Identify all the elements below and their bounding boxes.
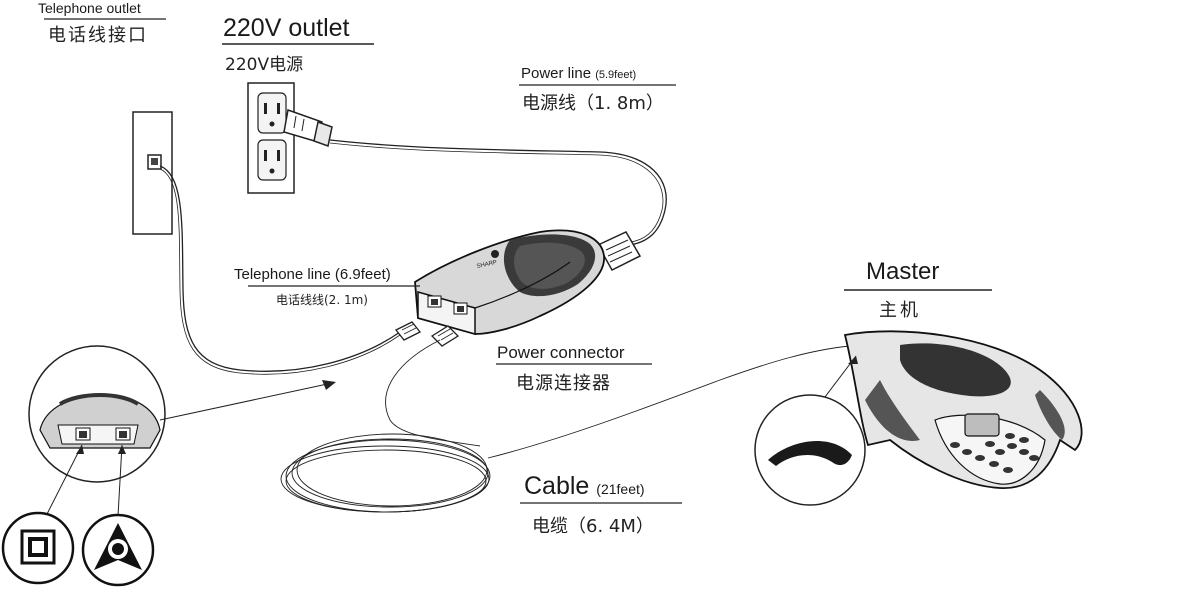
- cable-label-cn: 电缆（6. 4M）: [532, 516, 654, 537]
- telephone-line-label-cn: 电话线线(2. 1m): [276, 293, 368, 307]
- power-connector-plug: [596, 231, 642, 271]
- power-line-label-cn: 电源线（1. 8m）: [522, 93, 664, 114]
- cable-label: Cable (21feet): [524, 472, 645, 501]
- power-connector-label: Power connector: [497, 343, 625, 362]
- rj11-plug: [394, 321, 422, 341]
- telephone-line-cable: [159, 165, 401, 372]
- svg-text:SHARP: SHARP: [476, 260, 497, 270]
- master-conference-phone: [843, 330, 1083, 489]
- conference-phone-icon: [81, 513, 155, 587]
- power-line-label: Power line (5.9feet): [521, 65, 636, 82]
- power-connector-label-cn: 电源连接器: [516, 373, 611, 394]
- connection-box: SHARP: [414, 229, 605, 335]
- power-line-label-text: Power line: [521, 65, 592, 82]
- power-plug: [283, 108, 333, 147]
- box-rear-callout: [28, 345, 336, 483]
- cable-length: (21feet): [596, 481, 645, 497]
- outlet-220v-label-cn: 220V电源: [225, 55, 304, 75]
- cable-label-text: Cable: [524, 472, 590, 500]
- power-line-length: (5.9feet): [595, 69, 637, 81]
- power-line-cable: [329, 139, 667, 246]
- telephone-line-label: Telephone line (6.9feet): [234, 266, 391, 283]
- telephone-jack-icon: [1, 511, 75, 585]
- outlet-220v-label: 220V outlet: [223, 14, 350, 42]
- master-label: Master: [866, 258, 940, 285]
- telephone-outlet-label-cn: 电话线接口: [48, 25, 148, 46]
- cable-coil: [280, 339, 851, 513]
- master-label-cn: 主机: [879, 300, 921, 321]
- telephone-outlet-label: Telephone outlet: [38, 0, 141, 16]
- master-port-callout: [754, 355, 866, 506]
- power-wall-outlet: [247, 82, 295, 194]
